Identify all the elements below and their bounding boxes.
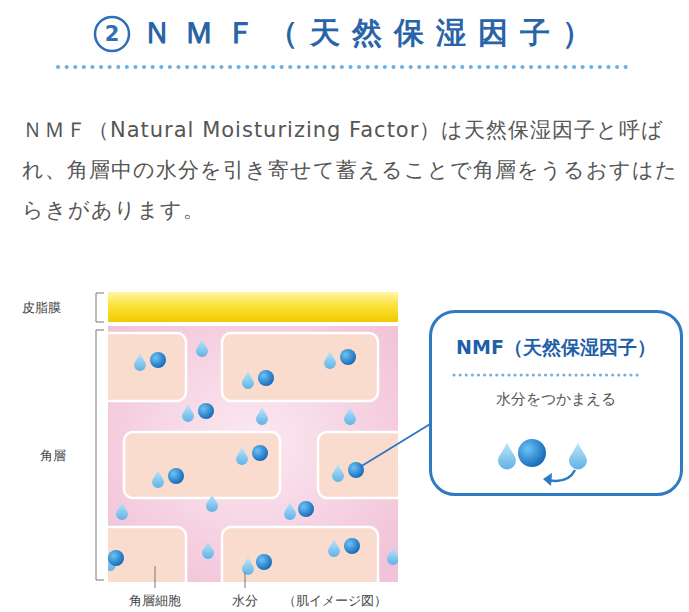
- nmf-ball: [252, 445, 268, 461]
- note-label: （肌イメージ図）: [283, 592, 413, 610]
- layer-label: 角層: [40, 447, 90, 465]
- arrow-head: [543, 473, 552, 486]
- nmf-ball: [344, 538, 360, 554]
- water-drop: [236, 447, 248, 465]
- nmf-ball: [108, 550, 124, 566]
- water-drop: [498, 443, 516, 470]
- nmf-ball: [258, 370, 274, 386]
- number-circle: [95, 17, 129, 51]
- water-drop: [196, 339, 208, 357]
- nmf-ball: [518, 439, 546, 467]
- callout-box: NMF（天然保湿因子） 水分をつかまえる: [429, 310, 683, 496]
- dotted-rule: [454, 374, 640, 377]
- water-drop: [344, 407, 356, 425]
- water-drop: [242, 371, 254, 389]
- callout-heading: NMF（天然保湿因子）: [432, 333, 680, 361]
- corneocyte: [222, 333, 378, 401]
- water-drop: [152, 470, 164, 488]
- water-drop: [182, 404, 194, 422]
- nmf-ball: [256, 554, 272, 570]
- callout-text: 水分をつかまえる: [432, 388, 680, 410]
- water-drop: [256, 407, 268, 425]
- nmf-ball: [340, 349, 356, 365]
- layer-bracket: [96, 293, 104, 322]
- water-drop: [387, 547, 398, 565]
- water-drop: [206, 494, 218, 512]
- water-drop: [116, 502, 128, 520]
- leader-line: [155, 566, 156, 588]
- water-drop: [324, 351, 336, 369]
- part-label: 角層細胞: [115, 592, 195, 610]
- water-drop: [284, 502, 296, 520]
- water-drop: [332, 464, 344, 482]
- corneocyte: [222, 527, 378, 582]
- water-drop: [328, 539, 340, 557]
- part-label: 水分: [215, 592, 275, 610]
- water-drop: [242, 557, 254, 575]
- corneocyte: [108, 527, 186, 582]
- dotted-rule: [58, 65, 634, 69]
- capture-arrow: [548, 470, 575, 481]
- nmf-ball: [150, 352, 166, 368]
- corneocyte: [318, 432, 398, 498]
- heading: ＮＭＦ（天然保湿因子）: [142, 12, 604, 54]
- water-drop: [134, 353, 146, 371]
- leader-line: [245, 572, 246, 588]
- callout-ground: [431, 311, 682, 494]
- corneocyte: [108, 333, 186, 401]
- nmf-ball: [198, 403, 214, 419]
- body-text: ＮＭＦ（Natural Moisturizing Factor）は天然保湿因子と…: [22, 110, 684, 230]
- water-drop: [202, 541, 214, 559]
- layer-bracket: [96, 330, 104, 580]
- corneocyte: [124, 432, 280, 498]
- callout-leader: [360, 418, 440, 467]
- layer-label: 皮脂膜: [22, 299, 92, 317]
- nmf-ball: [168, 468, 184, 484]
- stratum-corneum: [108, 326, 398, 582]
- nmf-ball: [348, 462, 364, 478]
- water-drop: [569, 443, 587, 470]
- nmf-ball: [298, 501, 314, 517]
- callout-number: 2: [95, 17, 129, 51]
- sebum-layer: [108, 292, 398, 322]
